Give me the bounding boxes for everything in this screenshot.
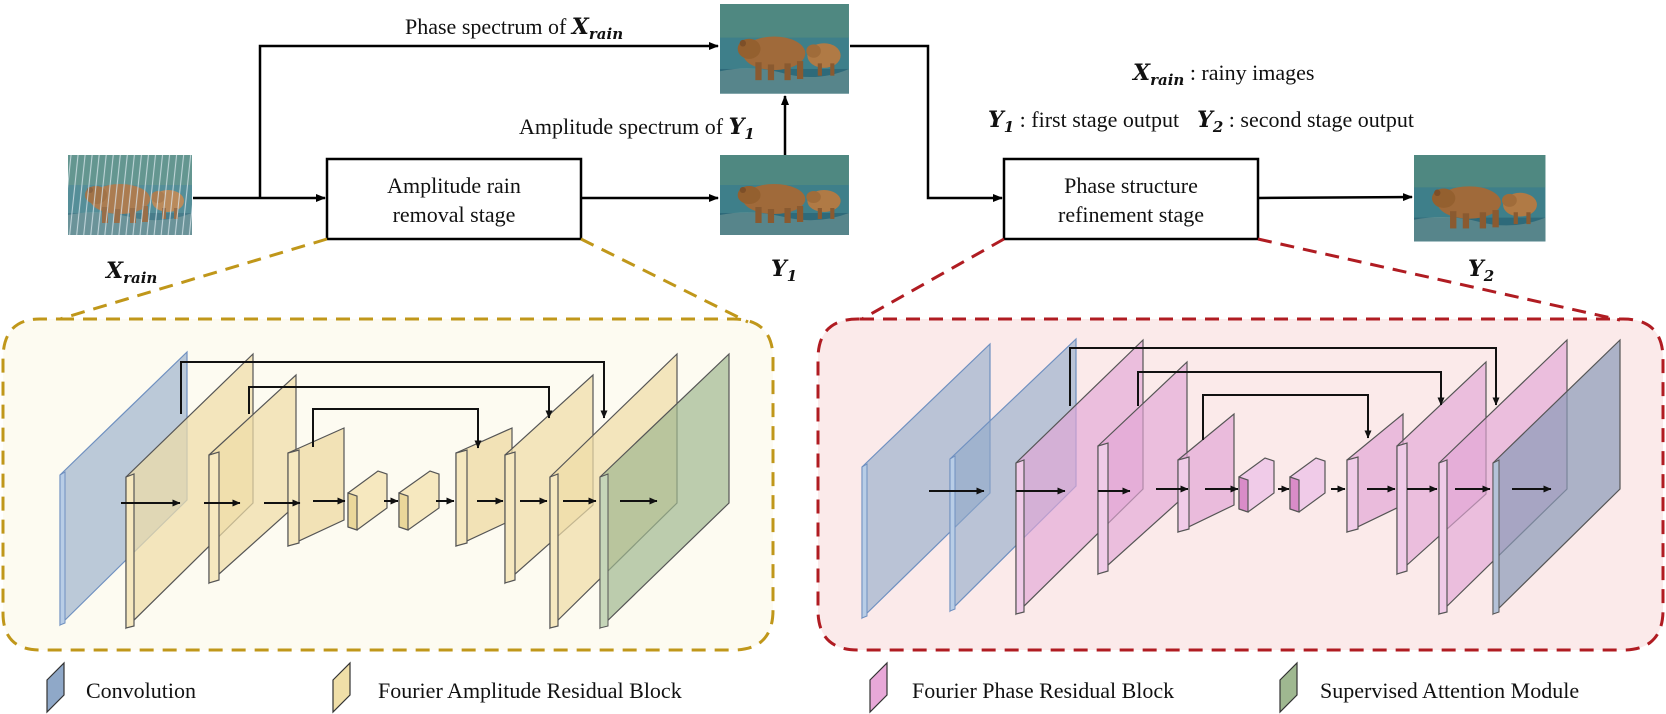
- phase-final-conv-block: [1492, 338, 1621, 616]
- svg-text:Convolution: Convolution: [86, 678, 196, 703]
- svg-text:Supervised Attention Module: Supervised Attention Module: [1320, 678, 1579, 703]
- y1-label: Y1: [771, 256, 797, 285]
- y2-label: Y2: [1468, 256, 1494, 285]
- svg-text:Amplitude rain: Amplitude rain: [387, 173, 521, 198]
- svg-text:Fourier Amplitude Residual Blo: Fourier Amplitude Residual Block: [378, 678, 682, 703]
- legend-item-fourier-amplitude: Fourier Amplitude Residual Block: [332, 661, 682, 714]
- phase-stage-box: Phase structure refinement stage: [1002, 157, 1260, 241]
- svg-text:refinement stage: refinement stage: [1058, 202, 1204, 227]
- svg-text:Fourier Phase Residual Block: Fourier Phase Residual Block: [912, 678, 1174, 703]
- legend: Convolution Fourier Amplitude Residual B…: [46, 661, 1579, 714]
- amplitude-spectrum-label: Amplitude spectrum of Y1: [519, 114, 755, 143]
- legend-item-supervised-attention: Supervised Attention Module: [1279, 661, 1579, 714]
- first-stage-output-image: [720, 155, 849, 235]
- amplitude-forward-arrows: [121, 497, 658, 507]
- phase-forward-arrows: [929, 485, 1552, 495]
- input-image-x-rain: [68, 155, 192, 235]
- svg-text:Phase structure: Phase structure: [1064, 173, 1198, 198]
- phase-spectrum-label: Phase spectrum of Xrain: [405, 14, 623, 43]
- legend-item-convolution: Convolution: [46, 661, 196, 714]
- supervised-attention-block: [599, 352, 730, 630]
- recombined-image: [720, 4, 849, 94]
- x-rain-label: Xrain: [104, 258, 157, 287]
- amplitude-skip-connections: [180, 361, 608, 449]
- svg-text:removal stage: removal stage: [393, 202, 516, 227]
- amplitude-stage-box: Amplitude rain removal stage: [325, 157, 583, 241]
- phase-network: [861, 337, 1621, 620]
- phase-skip-connections: [1069, 347, 1500, 440]
- second-stage-output-image: [1414, 155, 1546, 242]
- amplitude-network: [59, 350, 730, 630]
- x-rain-note: Xrain : rainy images: [1131, 60, 1314, 89]
- flow-arrows: [193, 42, 1413, 202]
- legend-item-fourier-phase: Fourier Phase Residual Block: [869, 661, 1174, 714]
